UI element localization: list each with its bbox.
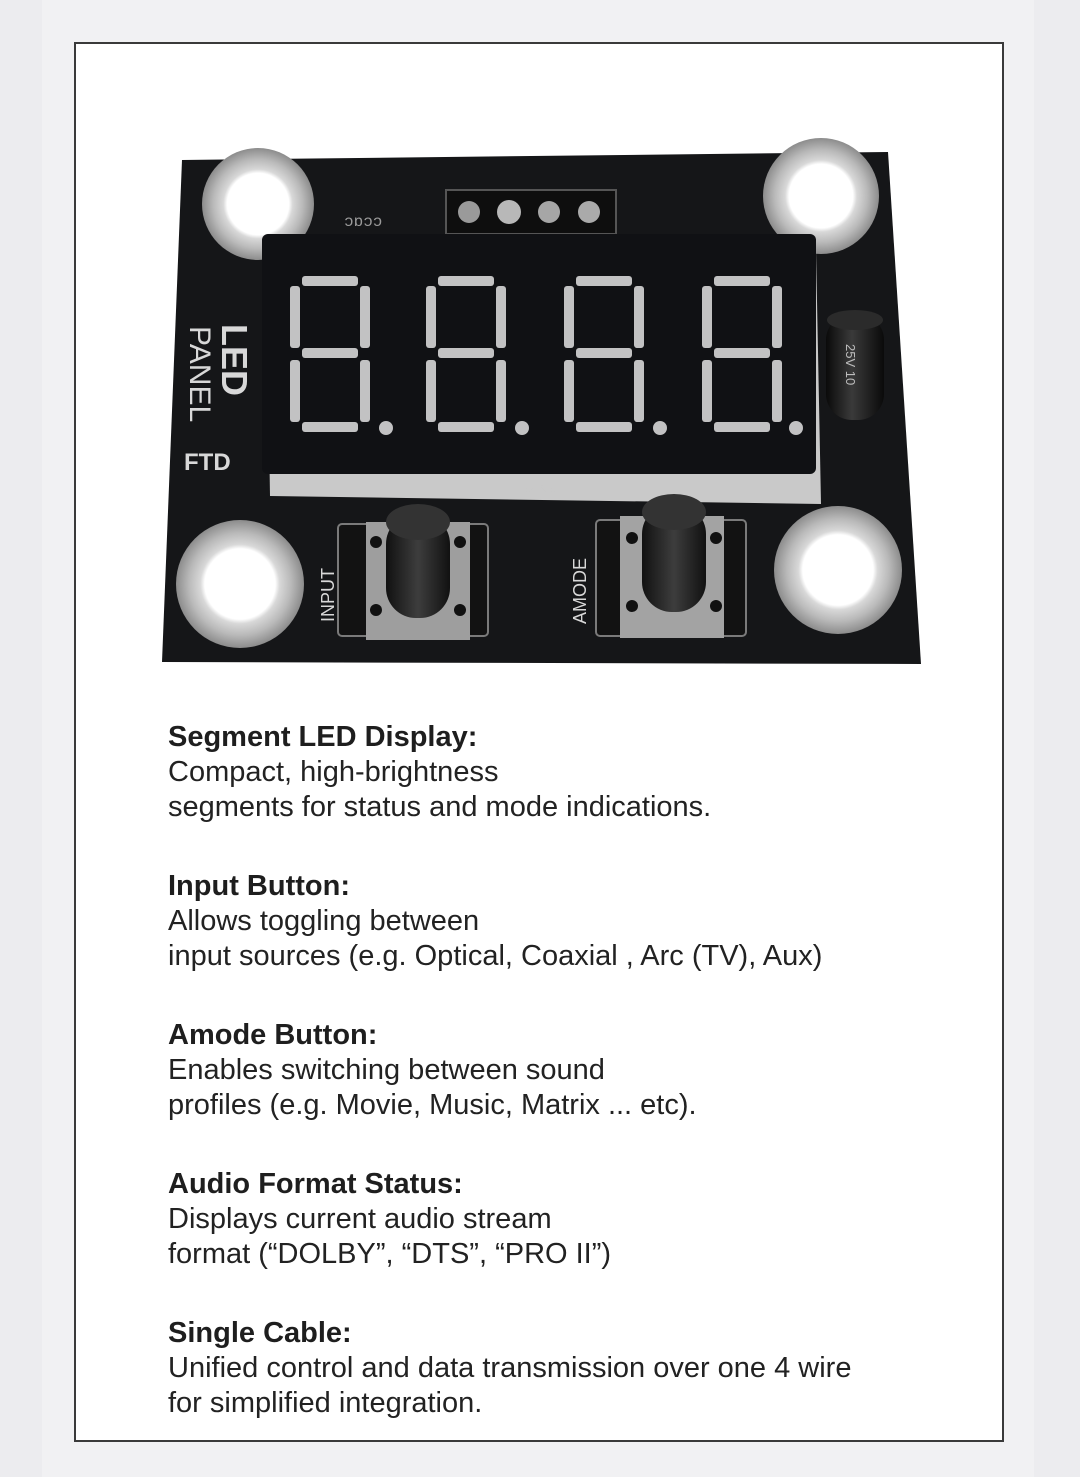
feature-description: Allows toggling between <box>168 905 480 937</box>
feature-description: input sources (e.g. Optical, Coaxial , A… <box>168 940 823 972</box>
feature-description: segments for status and mode indications… <box>168 791 712 823</box>
board-label-led: LED <box>214 324 255 396</box>
mounting-hole-bottom-right <box>774 506 902 634</box>
feature-title: Single Cable: <box>168 1317 352 1349</box>
feature-list: Segment LED Display: Compact, high-brigh… <box>168 720 968 1465</box>
board-label: LED PANEL FTD <box>183 324 255 476</box>
board-label-panel: PANEL <box>183 326 216 422</box>
feature-description: profiles (e.g. Movie, Music, Matrix ... … <box>168 1089 697 1121</box>
feature-title: Segment LED Display: <box>168 721 478 753</box>
seven-segment-display: 8.8.8.8. <box>262 234 821 504</box>
feature-description: for simplified integration. <box>168 1387 483 1419</box>
feature-description: Enables switching between sound <box>168 1054 605 1086</box>
led-panel-board-photo: ɔɒɔɔ LED PANEL FTD 8.8.8.8. <box>162 138 921 664</box>
feature-audio-format-status: Audio Format Status: Displays current au… <box>168 1167 968 1272</box>
amode-button[interactable] <box>595 494 747 638</box>
svg-text:ɔɒɔɔ: ɔɒɔɔ <box>344 213 382 231</box>
svg-text:25V 10: 25V 10 <box>843 344 858 385</box>
input-button-label: INPUT <box>318 568 338 622</box>
feature-description: Unified control and data transmission ov… <box>168 1352 852 1384</box>
feature-description: Compact, high-brightness <box>168 756 499 788</box>
feature-description: format (“DOLBY”, “DTS”, “PRO II”) <box>168 1238 612 1270</box>
feature-title: Audio Format Status: <box>168 1168 463 1200</box>
page-margin-right <box>1034 0 1080 1477</box>
capacitor: 25V 10 <box>826 310 884 420</box>
mounting-hole-top-right <box>763 138 879 254</box>
input-button[interactable] <box>337 504 489 640</box>
feature-description: Displays current audio stream <box>168 1203 552 1235</box>
mounting-hole-bottom-left <box>176 520 304 648</box>
feature-title: Amode Button: <box>168 1019 378 1051</box>
mounting-hole-top-left <box>202 148 314 260</box>
feature-amode-button: Amode Button: Enables switching between … <box>168 1018 968 1123</box>
feature-title: Input Button: <box>168 870 350 902</box>
page-margin-left <box>0 0 42 1477</box>
product-card: ɔɒɔɔ LED PANEL FTD 8.8.8.8. <box>74 42 1004 1442</box>
board-label-maker: FTD <box>184 449 231 476</box>
feature-input-button: Input Button: Allows toggling between in… <box>168 869 968 974</box>
feature-segment-led-display: Segment LED Display: Compact, high-brigh… <box>168 720 968 825</box>
pin-header-connector: ɔɒɔɔ <box>344 189 617 235</box>
amode-button-label: AMODE <box>570 558 590 624</box>
display-readout: 8.8.8.8. <box>522 484 555 495</box>
feature-single-cable: Single Cable: Unified control and data t… <box>168 1316 968 1421</box>
